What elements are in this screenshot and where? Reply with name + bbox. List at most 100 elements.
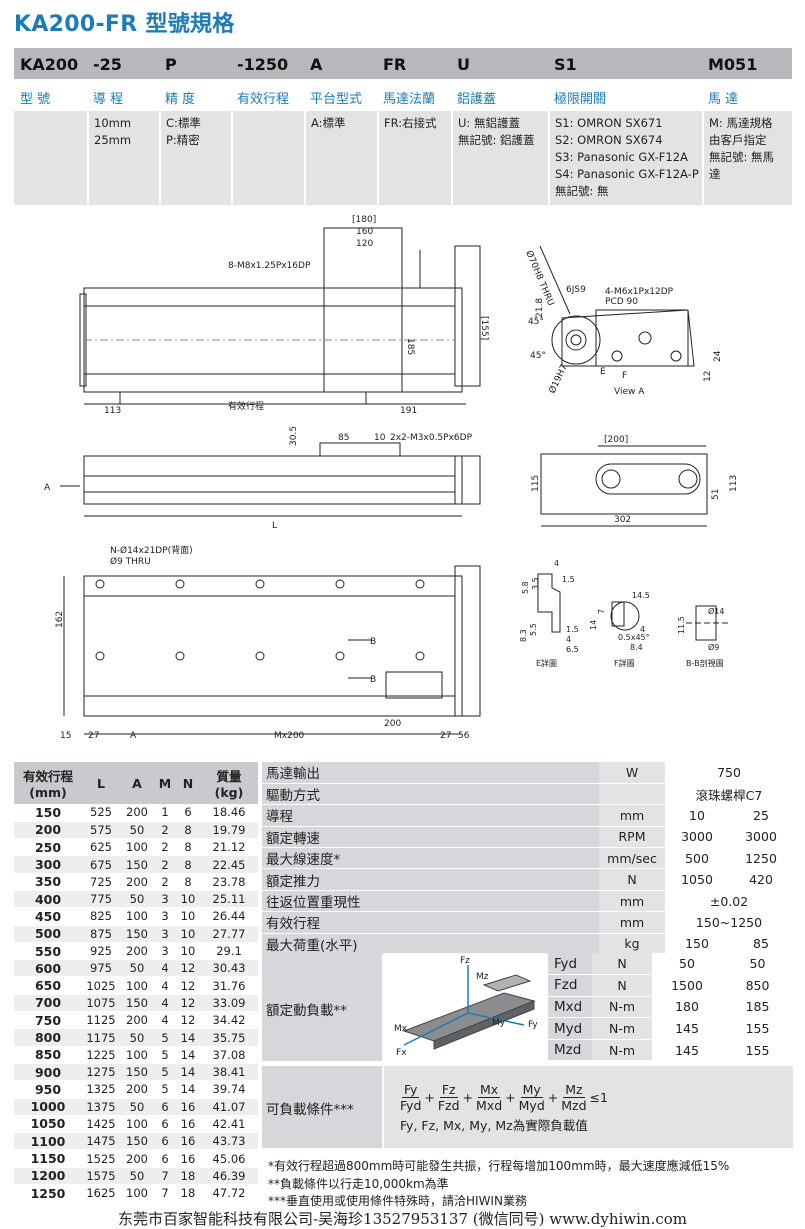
dim-l: L <box>272 521 277 531</box>
stroke-cell: 950 <box>14 1080 82 1099</box>
dim-5-8: 5.8 <box>521 581 530 594</box>
stroke-cell: 31.76 <box>200 976 258 995</box>
label-e: E <box>600 367 606 377</box>
option-lead: 10mm 25mm <box>87 111 159 205</box>
detail-e-caption: E詳圖 <box>536 658 557 668</box>
stroke-cell: 1100 <box>14 1132 82 1151</box>
stroke-cell: 1275 <box>82 1063 120 1082</box>
technical-drawing: [180] 160 120 8-M8x1.25Px16DP [155] 185 … <box>44 215 739 741</box>
stroke-cell: 1150 <box>14 1149 82 1168</box>
col-l: L <box>82 762 120 804</box>
fraction-numerator: Mz <box>563 1082 585 1098</box>
dynamic-load-cell: N-m <box>592 1039 652 1062</box>
dim-113b: 113 <box>729 475 739 492</box>
stroke-cell: 43.73 <box>200 1132 258 1151</box>
dim-302: 302 <box>614 515 631 525</box>
stroke-cell: 45.06 <box>200 1149 258 1168</box>
stroke-cell: 100 <box>120 1184 154 1203</box>
stroke-cell: 14 <box>176 1046 200 1064</box>
option-limit-switch: S1: OMRON SX671 S2: OMRON SX674 S3: Pana… <box>548 111 702 205</box>
dim-113: 113 <box>104 406 121 416</box>
stroke-cell: 675 <box>82 855 120 874</box>
stroke-cell: 6 <box>154 1098 176 1116</box>
fraction-denominator: Fyd <box>400 1098 422 1113</box>
stroke-cell: 600 <box>14 959 82 978</box>
dim-200: 200 <box>384 719 401 729</box>
stroke-cell: 7 <box>154 1167 176 1186</box>
stroke-cell: 1200 <box>14 1167 82 1186</box>
formula-note: Fy, Fz, Mx, My, Mz為實際負載值 <box>400 1118 588 1133</box>
stroke-cell: 725 <box>82 873 120 891</box>
stroke-cell: 450 <box>14 907 82 926</box>
col-stroke: 有效行程 (mm) <box>14 762 82 804</box>
stroke-cell: 200 <box>120 873 154 891</box>
dynamic-load-cell: 155 <box>722 1017 793 1040</box>
dim-chamfer: 0.5x45° <box>618 633 650 642</box>
stroke-cell: 4 <box>154 994 176 1013</box>
stroke-cell: 1125 <box>82 1011 120 1030</box>
stroke-cell: 625 <box>82 838 120 857</box>
stroke-cell: 16 <box>176 1098 200 1116</box>
col-mass: 質量 (kg) <box>200 762 258 804</box>
stroke-cell: 18.46 <box>200 804 258 822</box>
stroke-cell: 100 <box>120 1115 154 1134</box>
dynamic-load-cell: N <box>592 953 652 976</box>
dynamic-load-cell: 180 <box>652 996 722 1019</box>
footer-contact: 东莞市百家智能科技有限公司-吴海珍13527953137 (微信同号) www.… <box>117 1210 688 1228</box>
stroke-cell: 7 <box>154 1184 176 1203</box>
section-bb-caption: B-B剖視圖 <box>686 658 724 668</box>
footnote-1: *有效行程超過800mm時可能發生共振，行程每增加100mm時，最大速度應減低1… <box>268 1159 730 1173</box>
stroke-cell: 100 <box>120 838 154 857</box>
detail-f-caption: F詳圖 <box>614 658 635 668</box>
label-table-type: 平台型式 <box>310 92 363 107</box>
dim-180: [180] <box>352 215 376 225</box>
stroke-cell: 1250 <box>14 1184 82 1203</box>
dim-pcd90: PCD 90 <box>605 297 638 307</box>
dim-3-5: 3.5 <box>531 577 540 590</box>
order-code-label-row: 型 號 導 程 精 度 有效行程 平台型式 馬達法蘭 鋁護蓋 極限開關 馬 達 <box>14 79 792 111</box>
dim-191: 191 <box>400 406 417 416</box>
stroke-cell: 575 <box>82 821 120 840</box>
stroke-cell: 41.07 <box>200 1098 258 1116</box>
stroke-cell: 21.12 <box>200 838 258 857</box>
load-axes-image: Fz Mz Fy My Mx Fx <box>384 953 546 1061</box>
dim-phi9: Ø9 THRU <box>110 556 151 567</box>
stroke-cell: 25.11 <box>200 890 258 909</box>
stroke-cell: 37.08 <box>200 1046 258 1064</box>
dim-12: 12 <box>703 371 713 382</box>
fraction-numerator: My <box>520 1082 543 1098</box>
dim-30-5: 30.5 <box>289 426 299 446</box>
label-model: 型 號 <box>20 92 51 107</box>
stroke-cell: 875 <box>82 925 120 943</box>
stroke-cell: 14 <box>176 1028 200 1047</box>
carriage-top <box>323 227 403 393</box>
dynamic-load-cell: 850 <box>722 974 793 997</box>
dim-45b: 45° <box>530 351 546 361</box>
dim-14-5: 14.5 <box>632 591 650 600</box>
stroke-cell: 2 <box>154 838 176 857</box>
stroke-cell: 12 <box>176 1011 200 1030</box>
stroke-cell: 1575 <box>82 1167 120 1186</box>
stroke-cell: 5 <box>154 1046 176 1064</box>
stroke-cell: 2 <box>154 821 176 840</box>
stroke-cell: 16 <box>176 1149 200 1168</box>
stroke-cell: 1025 <box>82 976 120 995</box>
stroke-cell: 5 <box>154 1080 176 1099</box>
stroke-cell: 1375 <box>82 1098 120 1116</box>
stroke-cell: 29.1 <box>200 942 258 961</box>
col-m: M <box>154 762 176 804</box>
stroke-cell: 150 <box>120 994 154 1013</box>
dim-10: 10 <box>374 433 386 443</box>
footnote-3: ***垂直使用或使用條件特殊時，請洽HIWIN業務 <box>268 1194 527 1208</box>
